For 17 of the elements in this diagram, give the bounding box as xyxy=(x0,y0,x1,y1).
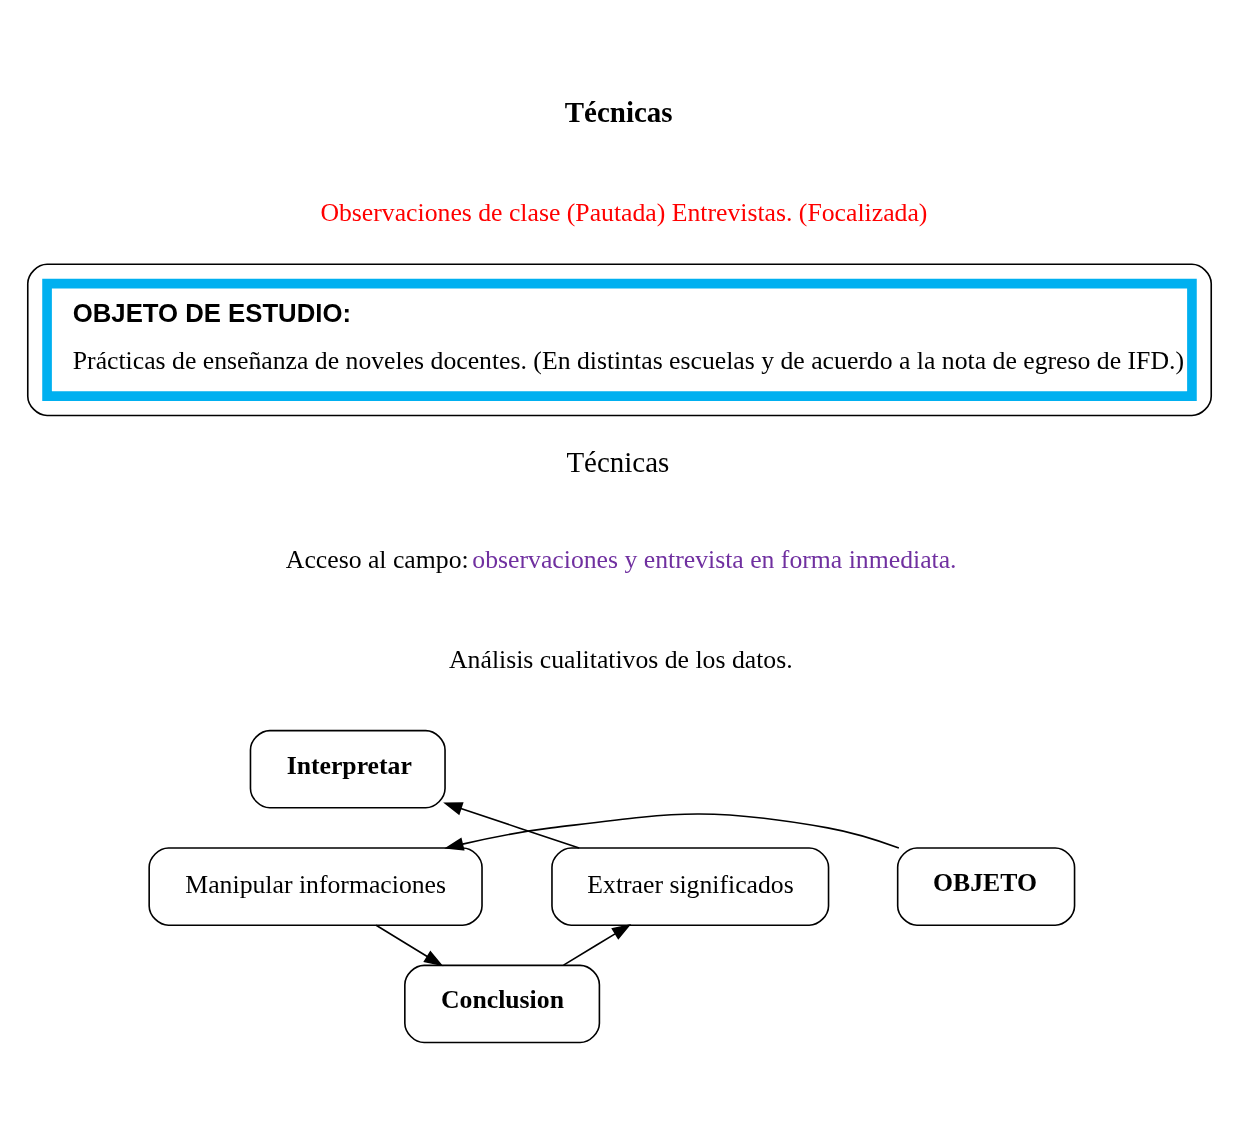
label: observaciones y entrevista en forma inmediata. xyxy=(472,544,957,574)
arrow xyxy=(443,801,580,849)
label: Técnicas xyxy=(564,95,673,128)
cluster xyxy=(26,263,1213,416)
arrow xyxy=(562,923,632,966)
node-box: OBJETO DE ESTUDIO: Prácticas de enseñanza de noveles docentes. (En distintas escuelas y de acuerdo a la nota de egreso de IFD.) xyxy=(42,278,1197,401)
label: Análisis cualitativos de los datos. xyxy=(449,644,793,674)
label: Técnicas xyxy=(566,445,670,478)
label: Acceso al campo: xyxy=(285,544,469,574)
node-box: Manipular informaciones xyxy=(148,846,483,926)
arrow xyxy=(375,923,444,966)
node-box: Conclusion xyxy=(404,964,601,1043)
node-box: Extraer significados xyxy=(551,846,830,926)
node-box: Interpretar xyxy=(249,729,446,809)
arrow xyxy=(444,812,900,851)
label: Observaciones de clase (Pautada) Entrevistas. (Focalizada) xyxy=(320,197,928,227)
node-box: OBJETO xyxy=(896,846,1076,926)
